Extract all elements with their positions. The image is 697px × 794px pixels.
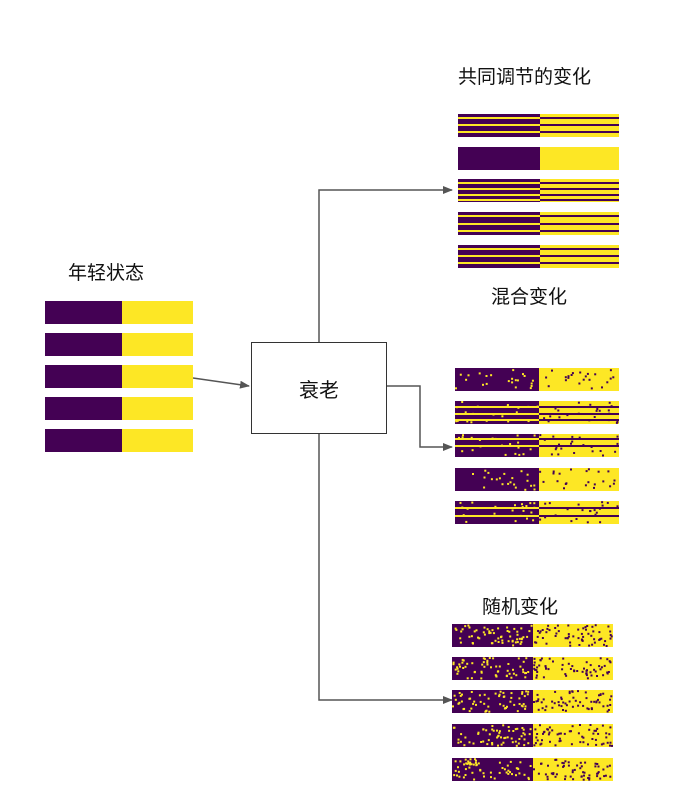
young-bar [45, 365, 193, 388]
random-bar [452, 657, 613, 680]
random-bar [452, 690, 613, 713]
mixed-bar [455, 434, 619, 457]
arrow-to-mixed [387, 385, 453, 451]
mixed-bar-light-segment [539, 401, 619, 424]
mixed-change-label: 混合变化 [491, 286, 568, 308]
random-bar [452, 758, 613, 781]
young-bar-light-segment [122, 333, 193, 356]
mixed-bar-light-segment [539, 468, 619, 491]
young-bar [45, 397, 193, 420]
young-bar-light-segment [122, 397, 193, 420]
random-bar-light-segment [533, 690, 613, 713]
random-bar [452, 624, 613, 647]
random-bar [452, 724, 613, 747]
coordinated-bar-light-segment [540, 179, 619, 202]
young-bar-dark-segment [45, 429, 122, 452]
coordinated-bar [458, 212, 619, 235]
young-bar-dark-segment [45, 333, 122, 356]
mixed-bar-dark-segment [455, 368, 539, 391]
random-bar-light-segment [533, 624, 613, 647]
young-bar-dark-segment [45, 365, 122, 388]
arrow-to-coordinated [318, 186, 453, 342]
young-bar [45, 301, 193, 324]
mixed-bar-dark-segment [455, 501, 539, 524]
mixed-bar-dark-segment [455, 401, 539, 424]
mixed-bar-dark-segment [455, 434, 539, 457]
coordinated-bar-light-segment [540, 114, 619, 137]
young-bar-light-segment [122, 429, 193, 452]
coordinated-bar-dark-segment [458, 114, 540, 137]
aging-label: 衰老 [299, 377, 339, 402]
random-bar-light-segment [533, 657, 613, 680]
coordinated-bar [458, 147, 619, 170]
coordinated-bar-dark-segment [458, 212, 540, 235]
mixed-bar-light-segment [539, 368, 619, 391]
aging-box: 衰老 [251, 342, 387, 434]
random-bar-dark-segment [452, 690, 533, 713]
coordinated-bar-dark-segment [458, 179, 540, 202]
coordinated-bar-light-segment [540, 147, 619, 170]
young-bar-light-segment [122, 301, 193, 324]
mixed-bar-dark-segment [455, 468, 539, 491]
coordinated-bar-light-segment [540, 245, 619, 268]
random-bar-light-segment [533, 758, 613, 781]
random-bar-dark-segment [452, 624, 533, 647]
mixed-bar-light-segment [539, 501, 619, 524]
random-bar-dark-segment [452, 758, 533, 781]
arrow-young-to-aging [192, 377, 250, 389]
random-bar-dark-segment [452, 657, 533, 680]
mixed-bar-light-segment [539, 434, 619, 457]
coordinated-bar-dark-segment [458, 245, 540, 268]
coordinated-bar-dark-segment [458, 147, 540, 170]
mixed-bar [455, 368, 619, 391]
random-change-label: 随机变化 [482, 596, 559, 618]
coordinated-bar [458, 245, 619, 268]
young-bar [45, 333, 193, 356]
random-bar-dark-segment [452, 724, 533, 747]
mixed-bar [455, 501, 619, 524]
random-bar-light-segment [533, 724, 613, 747]
young-bar [45, 429, 193, 452]
mixed-bar [455, 468, 619, 491]
arrow-to-random [318, 434, 453, 704]
coordinated-bar [458, 179, 619, 202]
young-state-label: 年轻状态 [68, 262, 145, 284]
young-bar-light-segment [122, 365, 193, 388]
mixed-bar [455, 401, 619, 424]
young-bar-dark-segment [45, 397, 122, 420]
coordinated-change-label: 共同调节的变化 [458, 66, 592, 88]
coordinated-bar [458, 114, 619, 137]
young-bar-dark-segment [45, 301, 122, 324]
coordinated-bar-light-segment [540, 212, 619, 235]
